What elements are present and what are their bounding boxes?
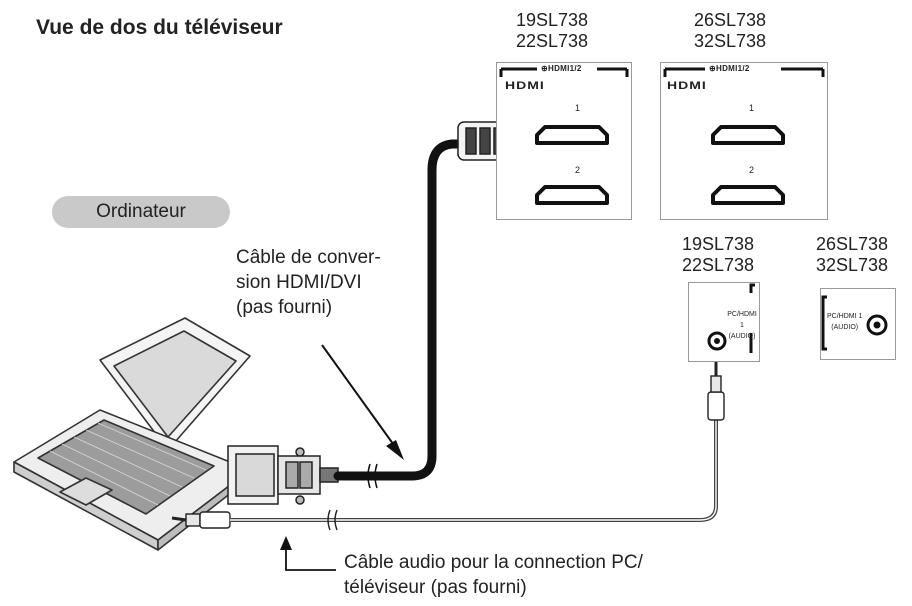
hdmi-port-number: 1 — [575, 103, 581, 113]
dvi-connector — [227, 445, 339, 505]
model-name: 26SL738 — [694, 10, 767, 30]
hdmi-header-label: ⊕HDMI1/2 — [541, 64, 582, 73]
computer-label: Ordinateur — [52, 196, 230, 228]
hdmi-ports — [535, 125, 609, 205]
model-name: 26SL738 — [816, 234, 889, 254]
model-name: 19SL738 — [682, 234, 755, 254]
audio-panel-large: PC/HDMI 1 (AUDIO) — [820, 288, 896, 360]
hdmi-port-1 — [535, 125, 609, 145]
hdmi-port-1 — [711, 125, 785, 145]
label-line: Câble audio pour la connection PC/ — [344, 552, 643, 573]
hdmi-port-2 — [711, 185, 785, 205]
hdmi-port-2 — [535, 185, 609, 205]
model-label-audio-small: 19SL738 22SL738 — [682, 234, 754, 276]
label-line: téléviseur (pas fourni) — [344, 577, 527, 598]
model-label-audio-large: 26SL738 32SL738 — [816, 234, 888, 276]
hdmi-cable-label: Câble de conver- sion HDMI/DVI (pas four… — [236, 245, 381, 320]
hdmi-port-number: 1 — [749, 103, 755, 113]
model-name: 32SL738 — [816, 255, 889, 275]
model-label-hdmi-small: 19SL738 22SL738 — [516, 10, 588, 52]
hdmi-port-number: 2 — [575, 165, 581, 175]
audio-port-label-line: PC/HDMI 1 — [727, 311, 757, 329]
audio-port-label: PC/HDMI 1 (AUDIO) — [725, 309, 759, 342]
laptop-illustration — [13, 317, 251, 551]
model-label-hdmi-large: 26SL738 32SL738 — [694, 10, 766, 52]
audio-plug-laptop — [171, 511, 231, 529]
audio-port-label: PC/HDMI 1 (AUDIO) — [827, 311, 862, 333]
hdmi-dvi-cable — [333, 139, 473, 481]
hdmi-ports — [711, 125, 785, 205]
audio-plug-tv — [707, 362, 725, 421]
hdmi-logo: HDMI — [667, 78, 707, 92]
audio-cable-break-mark — [327, 509, 338, 531]
label-line: (pas fourni) — [236, 297, 333, 318]
label-line: sion HDMI/DVI — [236, 272, 362, 293]
audio-cable-pointer-arrowhead — [280, 536, 292, 550]
audio-port-label-line: (AUDIO) — [728, 333, 756, 340]
panel-header-bar — [663, 67, 825, 77]
hdmi-panel-large: ⊕HDMI1/2 HDMI 1 2 — [660, 62, 828, 220]
hdmi-cable-pointer-arrowhead — [386, 440, 404, 460]
model-name: 22SL738 — [682, 255, 755, 275]
audio-port-label-line: (AUDIO) — [831, 324, 859, 331]
hdmi-header-label: ⊕HDMI1/2 — [709, 64, 750, 73]
model-name: 19SL738 — [516, 10, 589, 30]
audio-jack — [707, 283, 755, 353]
hdmi-port-number: 2 — [749, 165, 755, 175]
label-line: Câble de conver- — [236, 247, 381, 268]
hdmi-cable-pointer-line — [321, 344, 397, 449]
diagram-title: Vue de dos du téléviseur — [36, 16, 283, 39]
audio-port-label-line: PC/HDMI 1 — [827, 313, 863, 320]
model-name: 22SL738 — [516, 31, 589, 51]
model-name: 32SL738 — [694, 31, 767, 51]
audio-jack — [821, 295, 888, 351]
audio-panel-small: PC/HDMI 1 (AUDIO) — [688, 282, 760, 362]
audio-cable-pointer-line — [285, 546, 336, 571]
panel-header-bar — [499, 67, 629, 77]
cable-break-mark — [367, 463, 378, 489]
audio-cable-label: Câble audio pour la connection PC/ télév… — [344, 550, 643, 600]
hdmi-panel-small: ⊕HDMI1/2 HDMI 1 2 — [496, 62, 632, 220]
hdmi-logo: HDMI — [505, 78, 545, 92]
